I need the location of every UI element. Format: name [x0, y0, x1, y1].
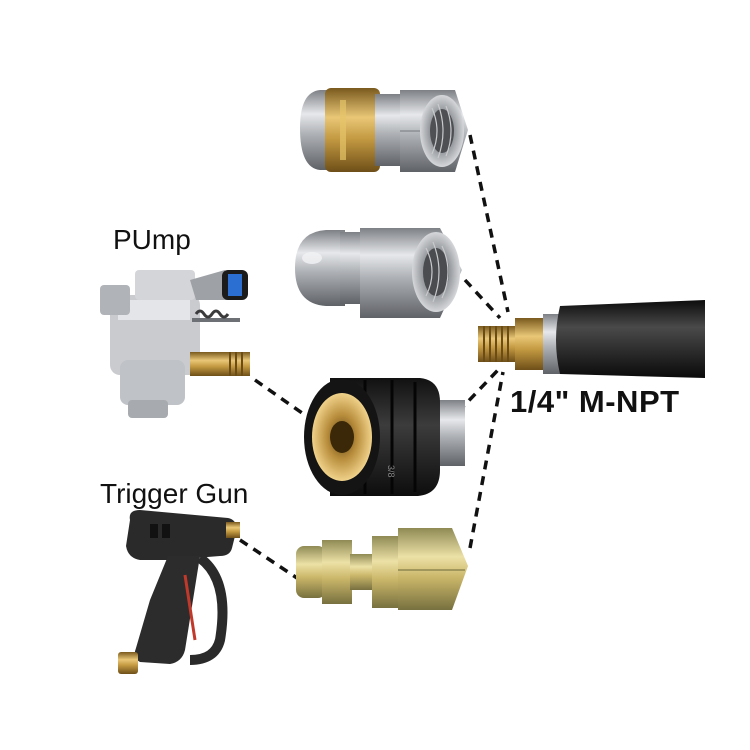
dash-line-top-nozzle: [468, 134, 510, 313]
dash-line-coupler: [456, 368, 500, 414]
trigger-gun-illustration: [118, 510, 240, 674]
m22-coupler: 3/8: [304, 378, 465, 496]
pump-label: PUmp: [113, 224, 191, 255]
connection-lines: [239, 134, 510, 582]
thread-spec-label: 1/4" M-NPT: [510, 384, 680, 419]
dash-line-quick-plug: [468, 371, 505, 549]
trigger-gun-label: Trigger Gun: [100, 478, 249, 509]
round-nozzle: [295, 228, 462, 318]
coupler-marking: 3/8: [386, 465, 396, 478]
quick-connect-plug: [296, 528, 468, 610]
hose-with-npt-fitting: [478, 300, 705, 378]
pump-illustration: [100, 270, 250, 418]
dash-line-pump: [253, 378, 314, 422]
rotating-nozzle-top: [300, 88, 468, 172]
dash-line-round-nozzle: [463, 278, 502, 320]
dash-line-gun: [239, 538, 301, 582]
